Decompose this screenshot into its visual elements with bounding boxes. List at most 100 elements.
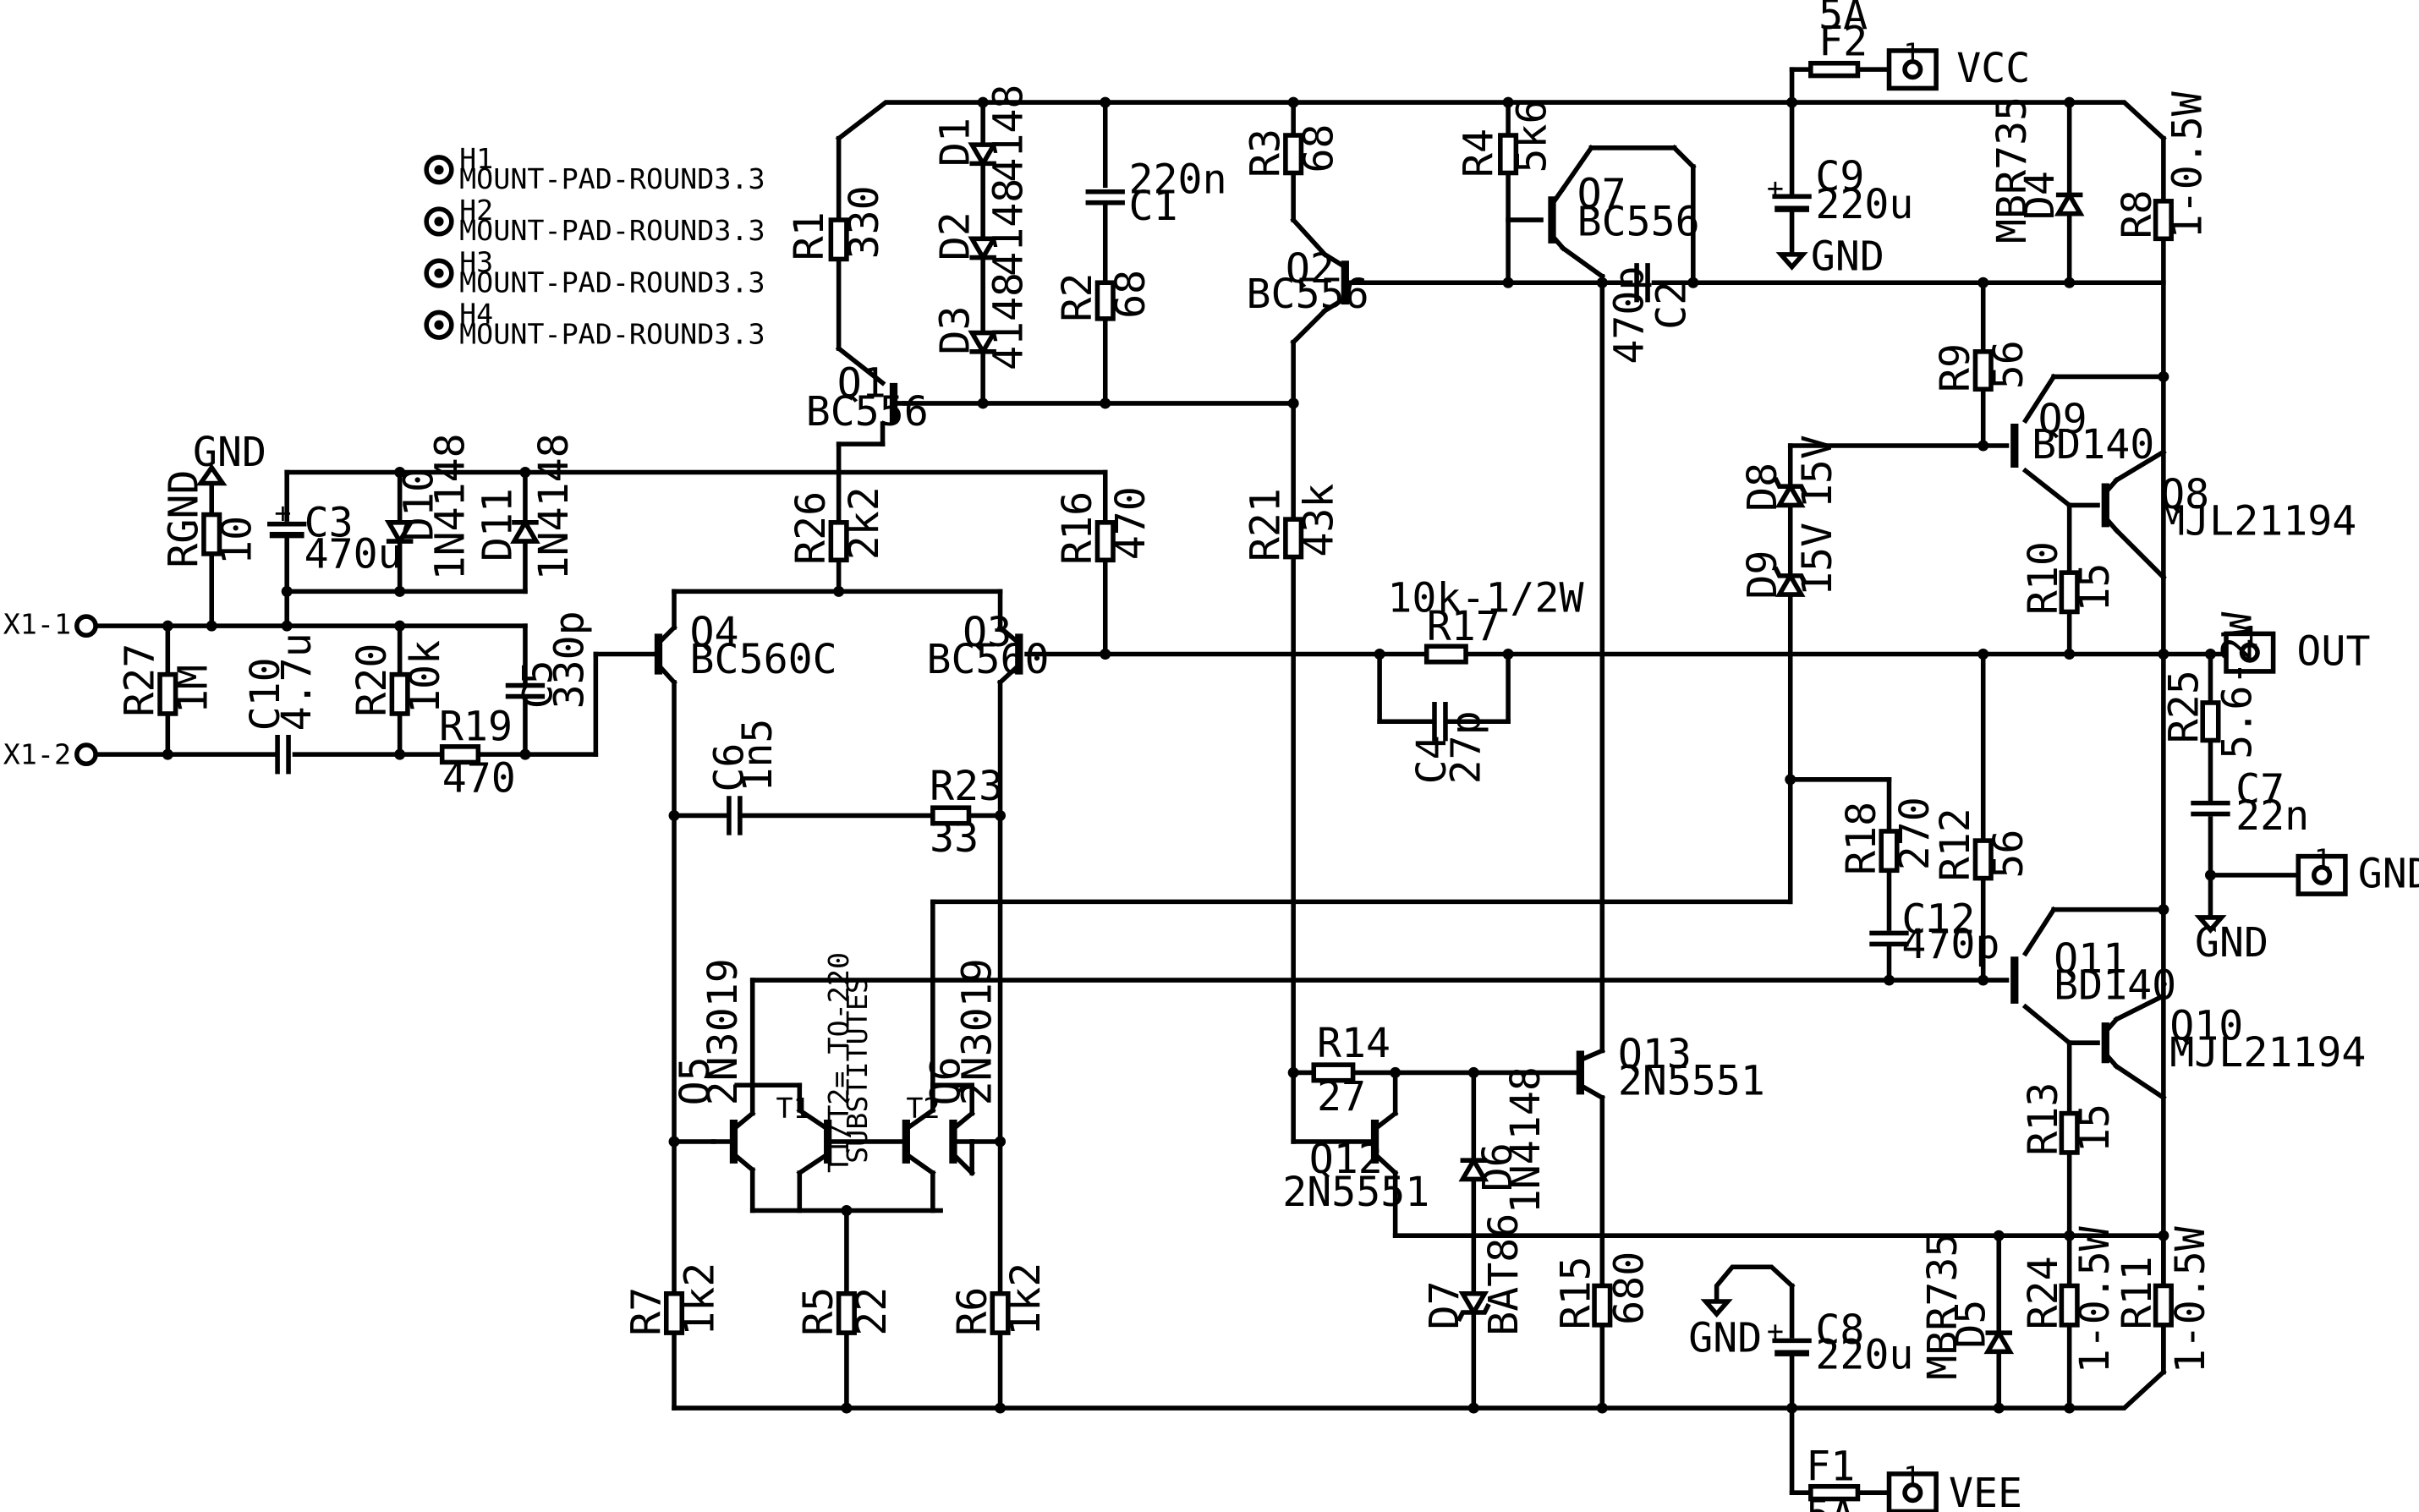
resistor-r27	[157, 671, 178, 716]
diode-d7	[1456, 1290, 1491, 1323]
svg-text:4148: 4148	[985, 178, 1033, 277]
svg-text:D3: D3	[931, 305, 979, 354]
svg-text:C10: C10	[242, 657, 289, 731]
resistor-r11	[2153, 1283, 2174, 1328]
svg-text:15V: 15V	[1794, 523, 1841, 596]
svg-text:4.7u: 4.7u	[273, 633, 321, 731]
svg-text:1N4148: 1N4148	[1502, 1066, 1550, 1213]
fuse-f1	[1808, 1483, 1861, 1502]
svg-text:5A: 5A	[1818, 0, 1868, 39]
svg-text:56: 56	[1985, 830, 2032, 879]
svg-text:H3: H3	[459, 245, 493, 278]
resistor-r26	[828, 520, 849, 563]
svg-text:220u: 220u	[1815, 1332, 1913, 1379]
svg-text:BAT86: BAT86	[1480, 1213, 1528, 1336]
capacitor-c1	[1085, 189, 1125, 205]
svg-text:R11: R11	[2114, 1256, 2161, 1329]
diode-d9	[1773, 566, 1808, 597]
svg-text:T1/T2= TO-220: T1/T2= TO-220	[822, 952, 855, 1173]
svg-text:T2: T2	[906, 1092, 940, 1125]
transistor-q8	[2101, 476, 2120, 534]
resistor-r24	[2059, 1283, 2080, 1328]
resistor-r7	[663, 1290, 685, 1335]
svg-text:1: 1	[1903, 37, 1920, 70]
mount-pads: H1 MOUNT-PAD-ROUND3.3 H2 MOUNT-PAD-ROUND…	[424, 142, 765, 351]
svg-text:D1: D1	[931, 118, 979, 167]
capacitor-plates: + + +	[267, 172, 2230, 1356]
svg-text:27: 27	[1317, 1073, 1366, 1120]
transistor-q7	[1548, 185, 1566, 252]
svg-text:MOUNT-PAD-ROUND3.3: MOUNT-PAD-ROUND3.3	[459, 214, 765, 247]
svg-text:Q7: Q7	[1577, 170, 1626, 217]
connector-vcc: 1 VCC	[1886, 37, 2030, 92]
capacitor-c4	[1432, 702, 1448, 742]
transistor-symbols	[654, 185, 2120, 1213]
svg-text:OUT: OUT	[2296, 627, 2370, 675]
svg-text:MBR735: MBR735	[1988, 96, 2036, 244]
fuse-symbols	[1808, 60, 1861, 1502]
negative-supply-rail	[672, 1368, 2167, 1495]
svg-text:1M: 1M	[170, 665, 217, 714]
svg-text:MOUNT-PAD-ROUND3.3: MOUNT-PAD-ROUND3.3	[459, 266, 765, 299]
connector-vee: 1 VEE	[1886, 1460, 2022, 1512]
svg-text:1k2: 1k2	[676, 1263, 723, 1336]
svg-text:X1-1: X1-1	[3, 607, 71, 640]
resistor-r10	[2059, 570, 2080, 615]
svg-text:1: 1	[2314, 842, 2331, 875]
svg-text:D5: D5	[1948, 1300, 1995, 1349]
svg-text:33: 33	[930, 814, 979, 862]
svg-text:R26: R26	[787, 491, 835, 565]
svg-text:+: +	[1767, 1314, 1784, 1347]
svg-text:R10: R10	[2020, 541, 2067, 615]
svg-text:R1: R1	[786, 211, 833, 260]
svg-text:D9: D9	[1739, 551, 1786, 600]
svg-text:68: 68	[1107, 270, 1155, 319]
svg-text:BC556: BC556	[1247, 271, 1369, 318]
svg-text:Q5: Q5	[672, 1056, 719, 1105]
svg-text:R9: R9	[1932, 343, 1979, 392]
svg-text:D11: D11	[474, 488, 521, 562]
svg-text:R3: R3	[1242, 129, 1289, 178]
svg-text:F1: F1	[1806, 1443, 1855, 1490]
svg-text:GND: GND	[2195, 919, 2268, 967]
svg-text:1: 1	[1903, 1460, 1920, 1493]
resistor-r18	[1879, 829, 1900, 874]
svg-text:Q9: Q9	[2038, 396, 2087, 443]
svg-text:10k: 10k	[402, 640, 449, 714]
svg-text:Q2: Q2	[1286, 245, 1335, 293]
resistor-r19	[439, 744, 481, 765]
wiring	[95, 100, 2301, 1411]
capacitor-c9: +	[1767, 172, 1812, 212]
svg-text:H4: H4	[459, 297, 493, 330]
svg-text:330: 330	[841, 185, 888, 259]
svg-text:470u: 470u	[304, 531, 403, 578]
svg-text:C6: C6	[706, 743, 754, 792]
mount-pad-h1: H1 MOUNT-PAD-ROUND3.3	[424, 142, 765, 195]
svg-text:R18: R18	[1838, 802, 1885, 875]
svg-text:MOUNT-PAD-ROUND3.3: MOUNT-PAD-ROUND3.3	[459, 318, 765, 351]
diode-d10	[384, 520, 415, 546]
svg-text:MJL21194: MJL21194	[2169, 1029, 2366, 1076]
svg-text:H2: H2	[459, 194, 493, 227]
svg-text:D8: D8	[1739, 463, 1786, 512]
svg-text:Q4: Q4	[690, 609, 739, 656]
svg-text:R23: R23	[930, 763, 1003, 810]
svg-text:X1-2: X1-2	[3, 737, 71, 770]
svg-text:5k6: 5k6	[1509, 99, 1556, 173]
svg-text:GND: GND	[1811, 233, 1884, 280]
resistor-r12	[1972, 838, 1994, 881]
svg-text:1-0.5W: 1-0.5W	[2167, 1225, 2214, 1373]
svg-text:C8: C8	[1815, 1307, 1864, 1354]
transistor-q10	[2101, 1016, 2120, 1070]
diode-d4	[2054, 189, 2085, 216]
svg-text:15: 15	[2071, 562, 2119, 611]
svg-text:4148: 4148	[985, 272, 1033, 370]
ground-symbol-c9	[1775, 252, 1808, 271]
svg-text:R27: R27	[117, 644, 164, 717]
mount-pad-h2: H2 MOUNT-PAD-ROUND3.3	[424, 194, 765, 247]
svg-text:Q12: Q12	[1309, 1136, 1383, 1183]
svg-text:R24: R24	[2020, 1256, 2067, 1329]
